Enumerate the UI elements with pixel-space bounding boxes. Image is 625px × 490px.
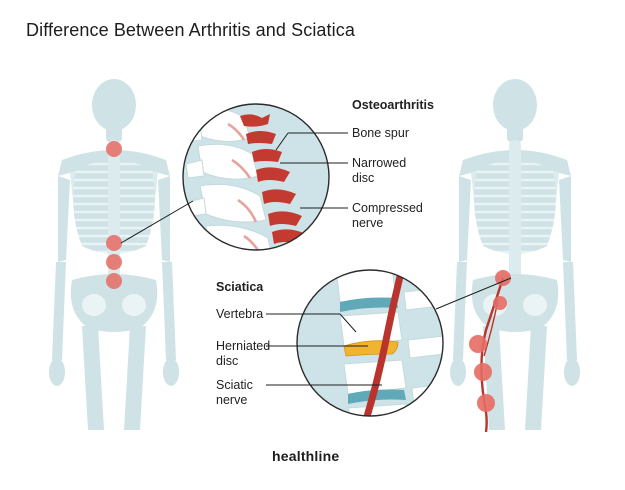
osteoarthritis-heading: Osteoarthritis [352,98,434,112]
compressed-nerve-label: Compressed nerve [352,201,423,230]
right-sciatic-nerve [469,270,511,433]
herniated-disc-label: Herniated disc [216,339,271,368]
left-skeleton [49,79,179,430]
zoom-connectors [120,200,512,310]
bone-spur-label: Bone spur [352,126,409,140]
page-title: Difference Between Arthritis and Sciatic… [26,20,355,40]
sciatic-nerve-label: Sciatic nerve [216,378,253,407]
sciatica-zoom-circle [296,269,444,417]
healthline-logo: healthline [272,448,340,464]
sciatica-heading: Sciatica [216,280,264,294]
left-inflammation-spots [106,141,122,289]
vertebra-label: Vertebra [216,307,264,321]
label-leaders [266,132,382,386]
narrowed-disc-label: Narrowed disc [352,156,407,185]
osteoarthritis-zoom-circle [182,103,330,251]
right-skeleton [450,79,580,430]
